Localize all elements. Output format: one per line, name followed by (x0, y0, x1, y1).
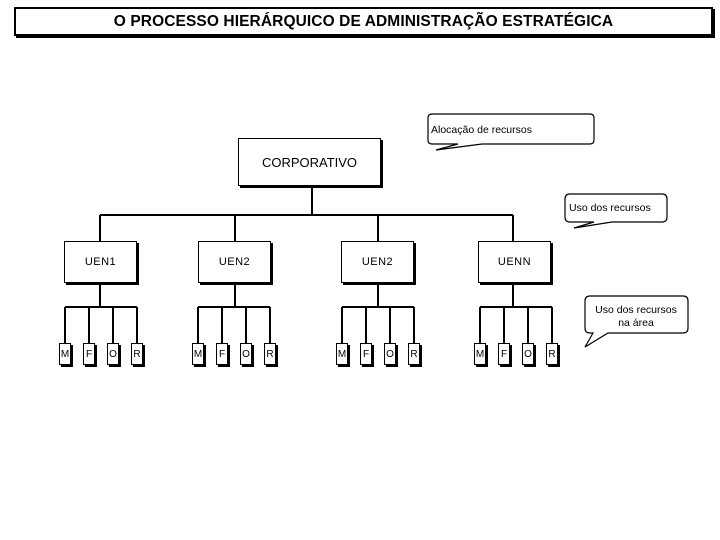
function-node-r: R (131, 343, 143, 365)
function-node-m: M (192, 343, 204, 365)
function-node-f: F (83, 343, 95, 365)
allocation-callout-text: Alocação de recursos (431, 124, 532, 136)
function-node-f: F (498, 343, 510, 365)
function-node-r: R (546, 343, 558, 365)
function-node-r: R (408, 343, 420, 365)
diagram-title: O PROCESSO HIERÁRQUICO DE ADMINISTRAÇÃO … (14, 7, 713, 36)
function-node-m: M (474, 343, 486, 365)
area-usage-callout-text-line2: na área (618, 317, 654, 329)
function-node-r: R (264, 343, 276, 365)
function-node-m: M (336, 343, 348, 365)
unit-node-1: UEN1 (64, 241, 137, 283)
function-node-o: O (522, 343, 534, 365)
unit-node-2: UEN2 (198, 241, 271, 283)
area-usage-callout-text-line1: Uso dos recursos (595, 304, 677, 316)
function-node-m: M (59, 343, 71, 365)
unit-node-3: UEN2 (341, 241, 414, 283)
unit-node-4: UENN (478, 241, 551, 283)
function-node-f: F (216, 343, 228, 365)
usage-callout-text: Uso dos recursos (569, 202, 651, 214)
function-node-f: F (360, 343, 372, 365)
corporate-node: CORPORATIVO (238, 138, 381, 186)
function-node-o: O (240, 343, 252, 365)
function-node-o: O (107, 343, 119, 365)
function-node-o: O (384, 343, 396, 365)
